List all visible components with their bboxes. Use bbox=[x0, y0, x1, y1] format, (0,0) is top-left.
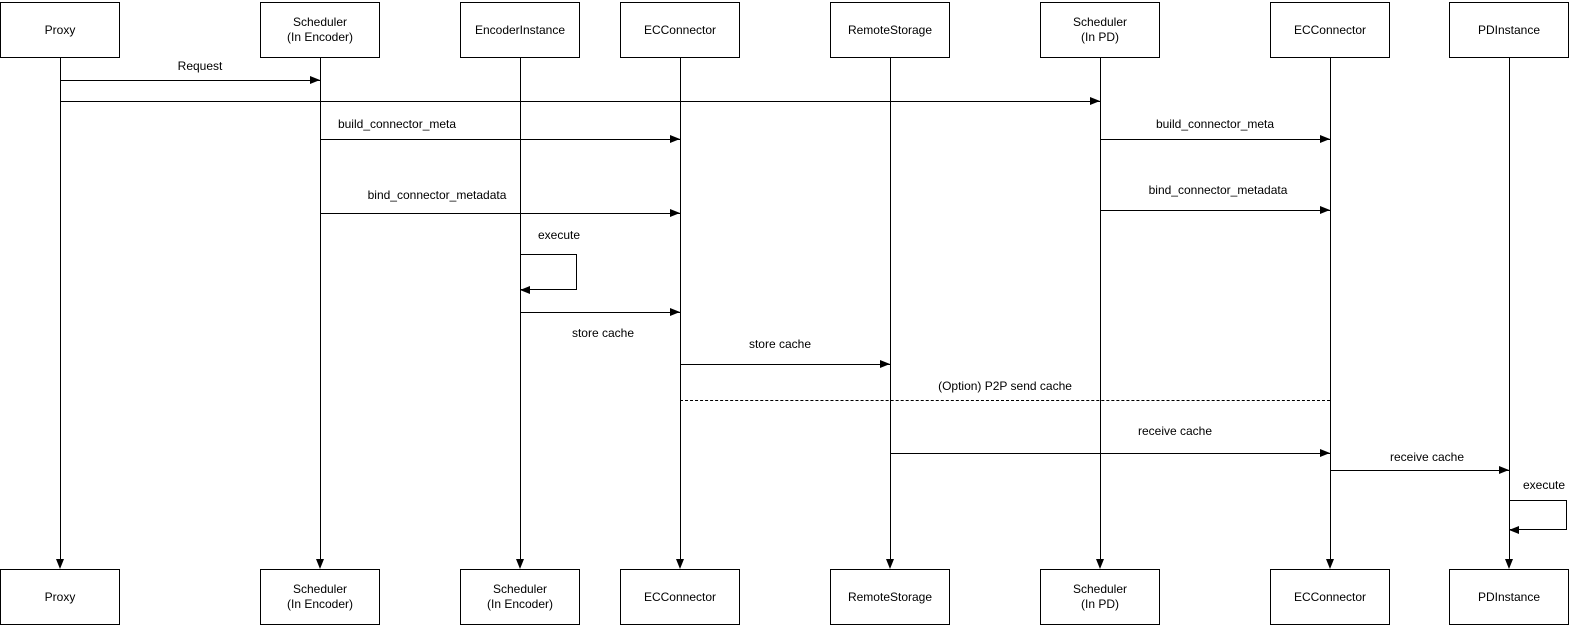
message-store-cache-1-label: store cache bbox=[569, 326, 637, 340]
message-store-cache-2-arrowhead bbox=[880, 360, 890, 368]
lifeline-arrowhead-scheduler-in-encoder bbox=[316, 559, 324, 569]
actor-top-ecconnector-encoder: ECConnector bbox=[620, 2, 740, 58]
message-execute-pd-loop bbox=[1509, 500, 1567, 530]
actor-label: EncoderInstance bbox=[474, 22, 566, 37]
message-build-connector-meta-right-label: build_connector_meta bbox=[1153, 117, 1277, 131]
message-receive-cache-1-label: receive cache bbox=[1135, 424, 1215, 438]
actor-label: ECConnector bbox=[643, 22, 717, 37]
lifeline-arrowhead-ecconnector-encoder bbox=[676, 559, 684, 569]
message-p2p-send-cache-label: (Option) P2P send cache bbox=[936, 379, 1074, 393]
message-build-connector-meta-left-label: build_connector_meta bbox=[335, 117, 459, 131]
lifeline-arrowhead-remotestorage bbox=[886, 559, 894, 569]
message-store-cache-1-line bbox=[520, 312, 680, 313]
actor-top-proxy: Proxy bbox=[0, 2, 120, 58]
message-bind-connector-metadata-left-line bbox=[320, 213, 680, 214]
actor-label: ECConnector bbox=[1293, 22, 1367, 37]
actor-label: Scheduler (In PD) bbox=[1072, 15, 1128, 44]
message-bind-connector-metadata-right-arrowhead bbox=[1320, 206, 1330, 214]
message-execute-encoder-loop bbox=[520, 254, 577, 290]
message-store-cache-2-label: store cache bbox=[746, 337, 814, 351]
actor-bottom-scheduler-in-encoder-1: Scheduler (In Encoder) bbox=[260, 569, 380, 625]
message-execute-pd-label: execute bbox=[1521, 478, 1568, 492]
message-execute-pd-arrowhead bbox=[1509, 526, 1519, 534]
message-request-line bbox=[60, 80, 320, 81]
actor-label: ECConnector bbox=[1293, 589, 1367, 604]
lifeline-remotestorage bbox=[890, 58, 891, 559]
lifeline-arrowhead-ecconnector-pd bbox=[1326, 559, 1334, 569]
lifeline-arrowhead-encoderinstance bbox=[516, 559, 524, 569]
actor-bottom-scheduler-in-pd: Scheduler (In PD) bbox=[1040, 569, 1160, 625]
lifeline-arrowhead-pdinstance bbox=[1505, 559, 1513, 569]
lifeline-ecconnector-pd bbox=[1330, 58, 1331, 559]
actor-top-remotestorage: RemoteStorage bbox=[830, 2, 950, 58]
actor-label: PDInstance bbox=[1477, 589, 1541, 604]
actor-top-scheduler-in-encoder: Scheduler (In Encoder) bbox=[260, 2, 380, 58]
lifeline-arrowhead-scheduler-in-pd bbox=[1096, 559, 1104, 569]
actor-bottom-ecconnector-pd: ECConnector bbox=[1270, 569, 1390, 625]
message-proxy-to-scheduler-pd-line bbox=[60, 101, 1100, 102]
message-bind-connector-metadata-right-label: bind_connector_metadata bbox=[1146, 183, 1290, 197]
message-bind-connector-metadata-left-arrowhead bbox=[670, 209, 680, 217]
actor-bottom-pdinstance: PDInstance bbox=[1449, 569, 1569, 625]
message-receive-cache-1-line bbox=[890, 453, 1330, 454]
lifeline-arrowhead-proxy bbox=[56, 559, 64, 569]
message-receive-cache-2-line bbox=[1330, 470, 1509, 471]
actor-label: RemoteStorage bbox=[847, 589, 933, 604]
actor-top-ecconnector-pd: ECConnector bbox=[1270, 2, 1390, 58]
actor-label: Proxy bbox=[44, 22, 76, 37]
lifeline-scheduler-in-encoder bbox=[320, 58, 321, 559]
actor-bottom-scheduler-in-encoder-2: Scheduler (In Encoder) bbox=[460, 569, 580, 625]
actor-label: Scheduler (In Encoder) bbox=[486, 582, 554, 611]
message-p2p-send-cache-line bbox=[680, 400, 1330, 401]
actor-bottom-proxy: Proxy bbox=[0, 569, 120, 625]
message-build-connector-meta-right-line bbox=[1100, 139, 1330, 140]
message-execute-encoder-label: execute bbox=[536, 228, 583, 242]
actor-label: Scheduler (In Encoder) bbox=[286, 15, 354, 44]
actor-label: Scheduler (In PD) bbox=[1072, 582, 1128, 611]
message-proxy-to-scheduler-pd-arrowhead bbox=[1090, 97, 1100, 105]
message-request-label: Request bbox=[175, 59, 225, 73]
lifeline-scheduler-in-pd bbox=[1100, 58, 1101, 559]
message-bind-connector-metadata-left-label: bind_connector_metadata bbox=[365, 188, 509, 202]
message-execute-encoder-arrowhead bbox=[520, 286, 530, 294]
message-receive-cache-2-arrowhead bbox=[1499, 466, 1509, 474]
lifeline-proxy bbox=[60, 58, 61, 559]
message-store-cache-1-arrowhead bbox=[670, 308, 680, 316]
actor-label: Proxy bbox=[44, 589, 76, 604]
actor-bottom-ecconnector-encoder: ECConnector bbox=[620, 569, 740, 625]
message-receive-cache-1-arrowhead bbox=[1320, 449, 1330, 457]
message-bind-connector-metadata-right-line bbox=[1100, 210, 1330, 211]
message-receive-cache-2-label: receive cache bbox=[1387, 450, 1467, 464]
message-store-cache-2-line bbox=[680, 364, 890, 365]
actor-bottom-remotestorage: RemoteStorage bbox=[830, 569, 950, 625]
actor-label: RemoteStorage bbox=[847, 22, 933, 37]
actor-top-encoderinstance: EncoderInstance bbox=[460, 2, 580, 58]
lifeline-ecconnector-encoder bbox=[680, 58, 681, 559]
actor-label: ECConnector bbox=[643, 589, 717, 604]
message-build-connector-meta-left-arrowhead bbox=[670, 135, 680, 143]
message-build-connector-meta-right-arrowhead bbox=[1320, 135, 1330, 143]
lifeline-encoderinstance bbox=[520, 58, 521, 559]
actor-top-pdinstance: PDInstance bbox=[1449, 2, 1569, 58]
message-request-arrowhead bbox=[310, 76, 320, 84]
actor-top-scheduler-in-pd: Scheduler (In PD) bbox=[1040, 2, 1160, 58]
lifeline-pdinstance bbox=[1509, 58, 1510, 559]
actor-label: PDInstance bbox=[1477, 22, 1541, 37]
actor-label: Scheduler (In Encoder) bbox=[286, 582, 354, 611]
message-build-connector-meta-left-line bbox=[320, 139, 680, 140]
